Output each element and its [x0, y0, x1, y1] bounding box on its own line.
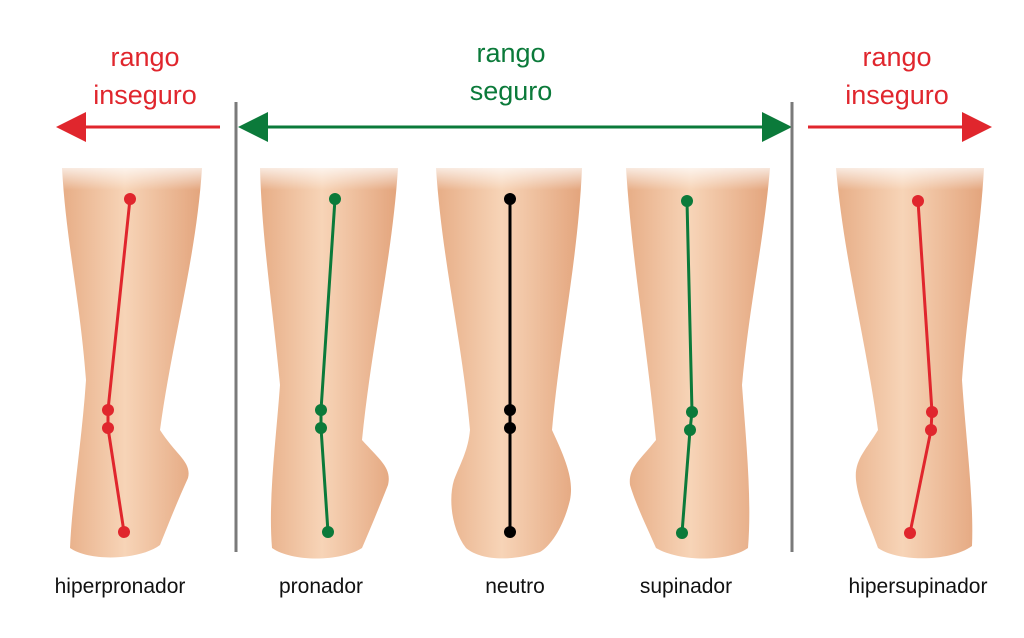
heading-center-safe: rango seguro — [436, 34, 586, 110]
heading-center-line1: rango — [476, 38, 546, 68]
heading-right-line1: rango — [862, 42, 932, 72]
caption-neutro: neutro — [485, 575, 545, 598]
leg-supinador — [620, 160, 780, 559]
leg-neutro — [430, 160, 590, 559]
heading-left-line2: inseguro — [93, 80, 197, 110]
heading-right-line2: inseguro — [845, 80, 949, 110]
alignment-line-hipersupinador — [908, 200, 934, 534]
caption-pronador: pronador — [278, 575, 364, 598]
heading-left-line1: rango — [110, 42, 180, 72]
caption-hipersupinador: hipersupinador — [848, 575, 988, 598]
heading-left-unsafe: rango inseguro — [70, 38, 220, 114]
caption-supinador: supinador — [639, 575, 733, 598]
alignment-line-supinador — [680, 200, 694, 534]
leg-hiperpronador — [58, 160, 208, 558]
alignment-line-hiperpronador — [106, 198, 132, 533]
heading-center-line2: seguro — [469, 76, 553, 106]
alignment-line-pronador — [319, 198, 337, 533]
leg-pronador — [255, 160, 405, 559]
leg-hipersupinador — [830, 160, 990, 559]
heading-right-unsafe: rango inseguro — [822, 38, 972, 114]
caption-hiperpronador: hiperpronador — [54, 575, 186, 598]
